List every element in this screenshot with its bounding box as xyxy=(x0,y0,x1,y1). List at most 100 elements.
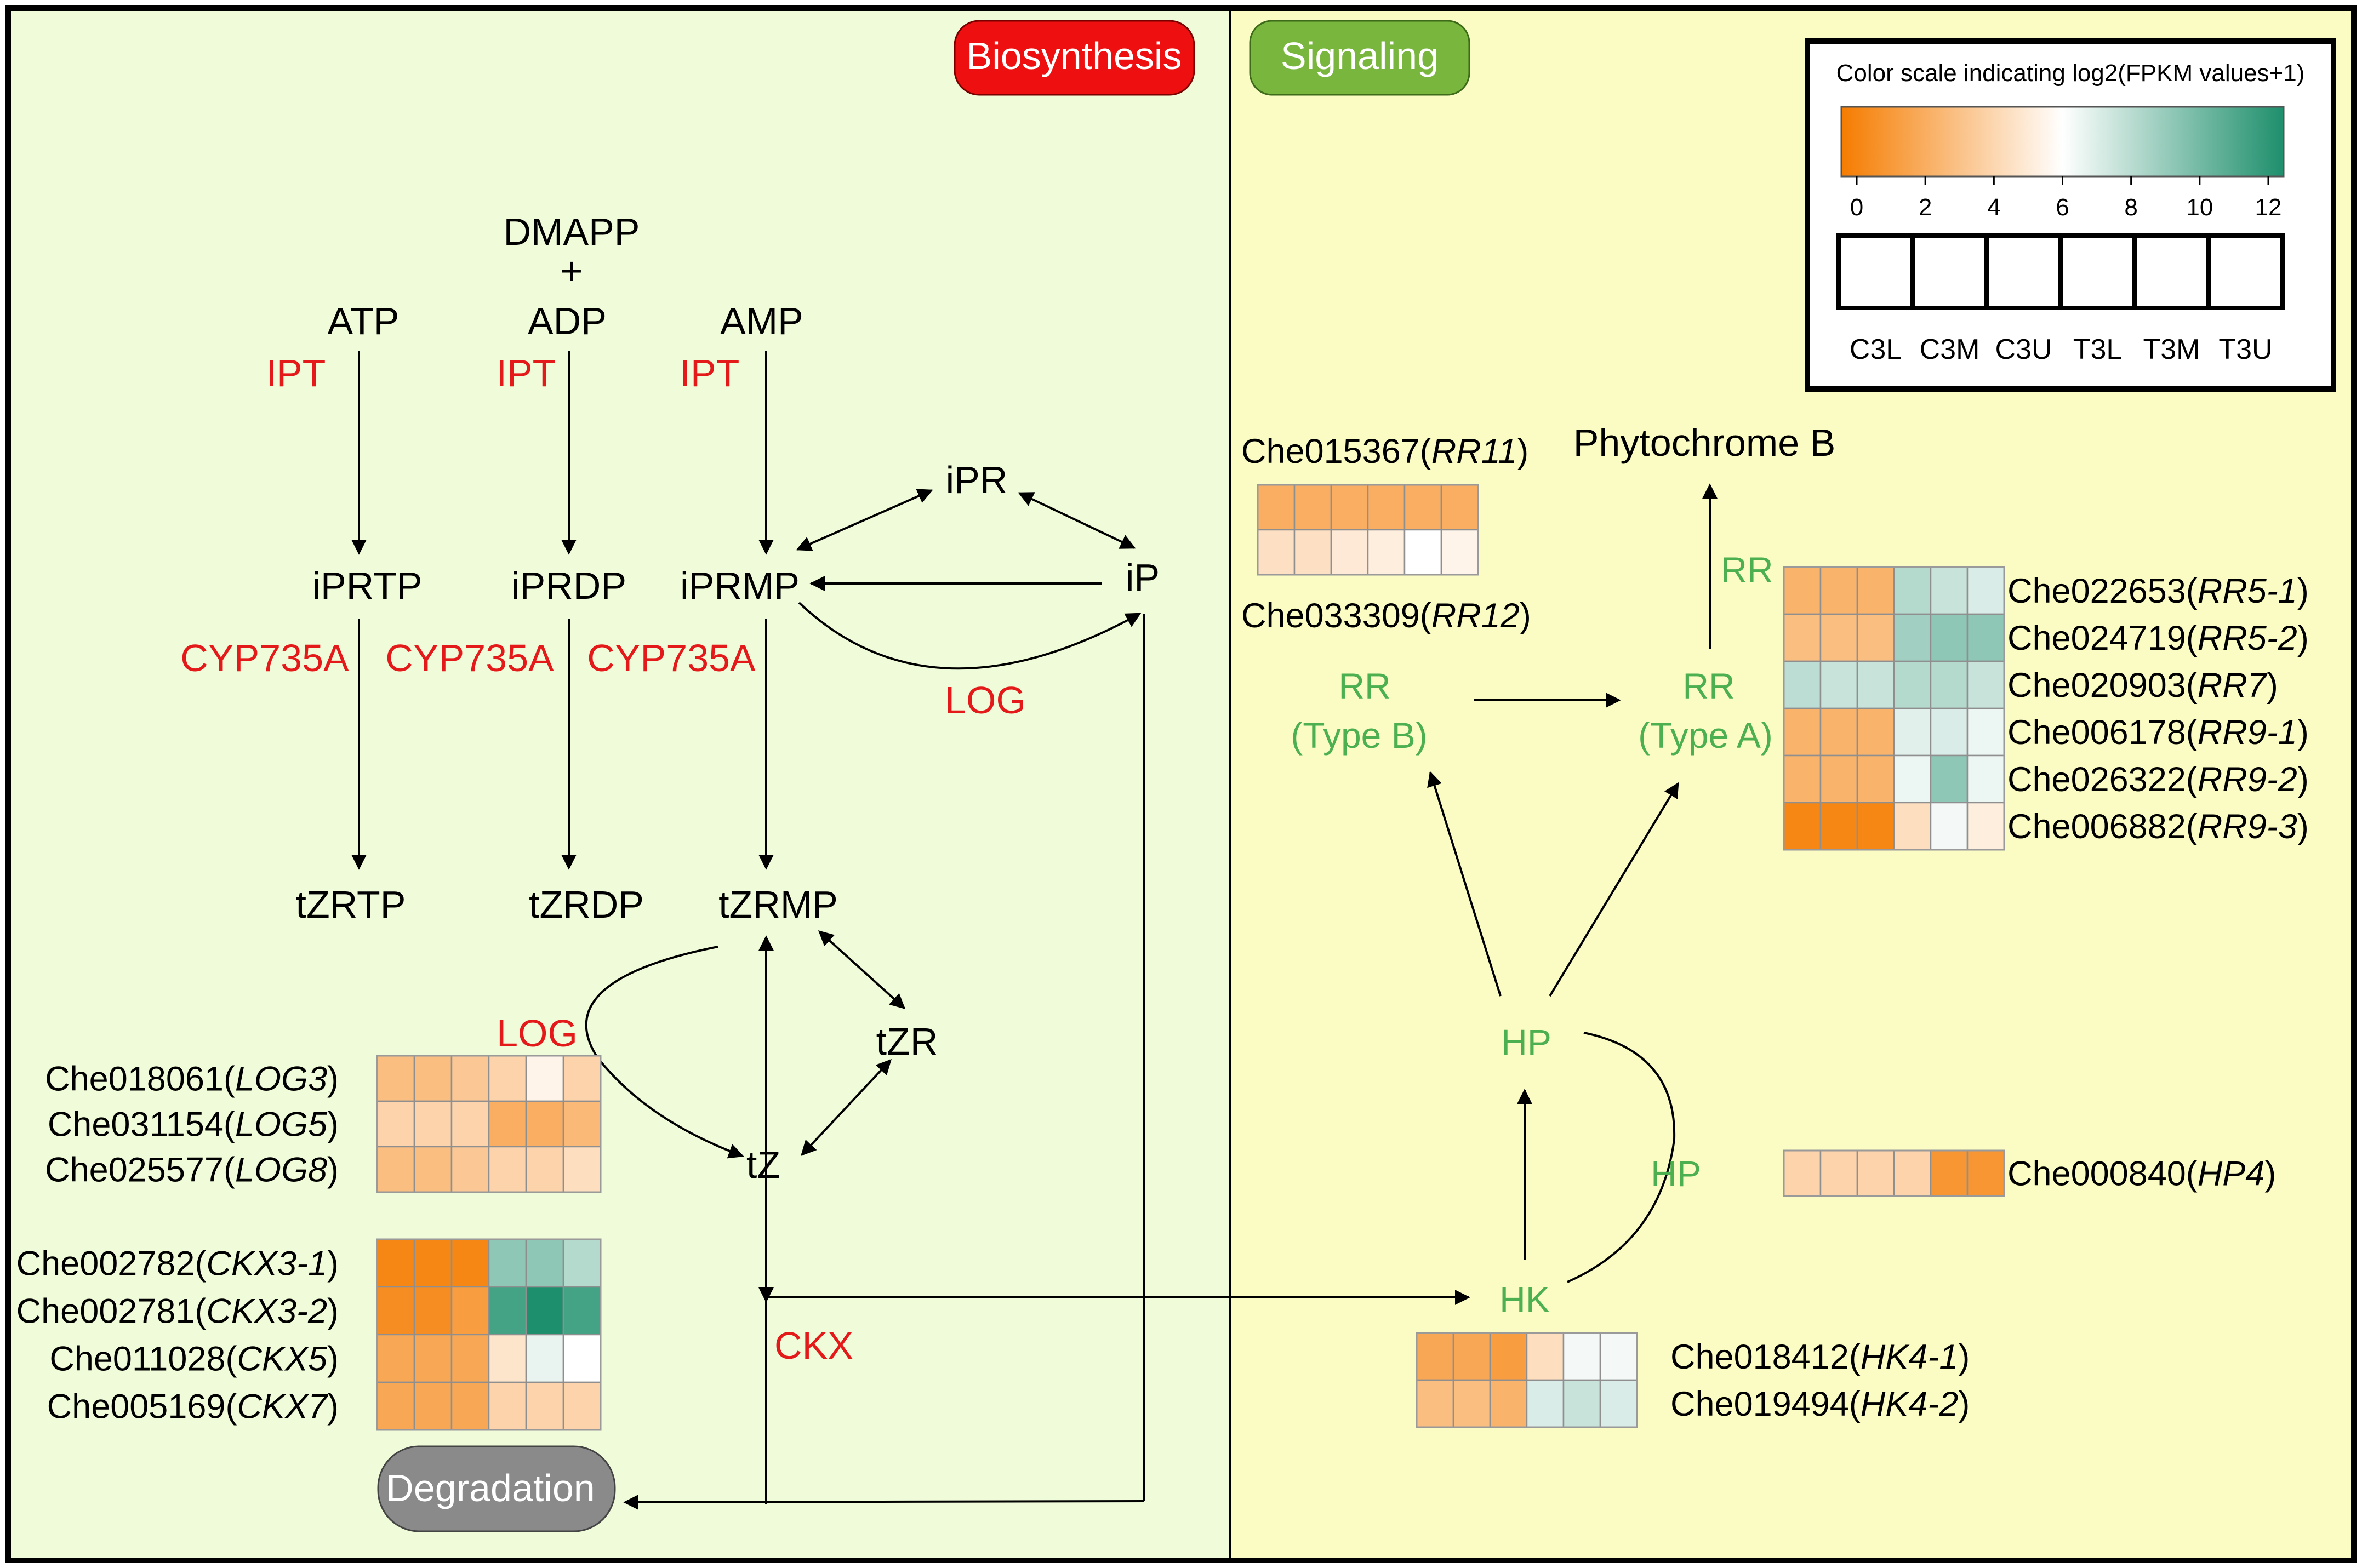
heatmap-cell xyxy=(1893,613,1932,662)
heatmap-cell xyxy=(1416,1379,1454,1428)
heatmap-cell xyxy=(376,1055,415,1102)
cyp735a-label-1: CYP735A xyxy=(180,637,349,679)
gene-label: Che025577(LOG8) xyxy=(45,1151,339,1189)
heatmap-cell xyxy=(413,1100,453,1148)
iprtp-label: iPRTP xyxy=(312,564,423,607)
heatmap-cell xyxy=(1893,754,1932,804)
heatmap-cell xyxy=(1930,754,1969,804)
heatmap-cell xyxy=(413,1146,453,1193)
heatmap-cell xyxy=(1930,566,1969,615)
legend-sample-box xyxy=(2058,233,2137,310)
signaling-text: Signaling xyxy=(1281,35,1439,77)
heatmap-cell xyxy=(376,1146,415,1193)
cyp735a-label-3: CYP735A xyxy=(587,637,756,679)
heatmap-cell xyxy=(450,1238,490,1288)
degradation-label: Degradation xyxy=(377,1445,616,1532)
legend-tick-label: 8 xyxy=(2124,194,2137,221)
log-label-1: LOG xyxy=(945,679,1026,722)
heatmap-cell xyxy=(450,1055,490,1102)
heatmap-cell xyxy=(562,1334,602,1383)
heatmap-cell xyxy=(1819,613,1858,662)
hp-label-1: HP xyxy=(1501,1022,1551,1062)
heatmap-cell xyxy=(1966,613,2005,662)
heatmap-cell xyxy=(413,1381,453,1431)
heatmap-cell xyxy=(525,1100,564,1148)
legend-sample-label: T3U xyxy=(2218,334,2272,365)
legend-box xyxy=(1805,38,2336,392)
rr-type-b-sub: (Type B) xyxy=(1291,715,1427,756)
iprdp-label: iPRDP xyxy=(511,564,626,607)
plus-sign: + xyxy=(561,249,583,292)
gene-label: Che006882(RR9-3) xyxy=(2007,808,2309,846)
heatmap-cell xyxy=(1599,1379,1638,1428)
legend-title: Color scale indicating log2(FPKM values+… xyxy=(1836,60,2305,87)
heatmap-cell xyxy=(376,1381,415,1431)
heatmap-cell xyxy=(1966,566,2005,615)
signaling-label: Signaling xyxy=(1249,20,1470,96)
heatmap-cell xyxy=(1257,529,1296,576)
ip-label: iP xyxy=(1126,556,1160,599)
heatmap-cell xyxy=(525,1146,564,1193)
legend-sample-label: T3M xyxy=(2143,334,2200,365)
heatmap-cell xyxy=(1893,1149,1932,1197)
heatmap-cell xyxy=(562,1146,602,1193)
heatmap-cell xyxy=(1452,1379,1491,1428)
heatmap-cell xyxy=(1930,802,1969,851)
heatmap-border xyxy=(1416,1332,1638,1428)
legend-sample-box xyxy=(1836,233,1915,310)
heatmap-cell xyxy=(376,1286,415,1336)
legend-sample-label: C3L xyxy=(1850,334,1902,365)
heatmap-cell xyxy=(525,1334,564,1383)
heatmap-cell xyxy=(1819,566,1858,615)
biosynthesis-arrows xyxy=(351,351,1470,1510)
heatmap-border xyxy=(1257,484,1479,576)
heatmap-cell xyxy=(1856,1149,1895,1197)
heatmap-cell xyxy=(376,1334,415,1383)
heatmap-border xyxy=(376,1055,602,1193)
heatmap-cell xyxy=(1403,484,1442,531)
atp-label: ATP xyxy=(328,300,400,342)
rr-type-a-label: RR xyxy=(1682,666,1735,706)
hp-label-2: HP xyxy=(1651,1153,1701,1194)
heatmap-cell xyxy=(413,1334,453,1383)
biosynthesis-panel xyxy=(8,8,1230,1560)
heatmaps xyxy=(376,484,2005,1431)
biosynthesis-labels: DMAPP + ATP ADP AMP IPT IPT IPT iPRTP iP… xyxy=(180,210,1160,1367)
heatmap-cell xyxy=(1452,1332,1491,1381)
heatmap-cell xyxy=(1783,660,1822,709)
cyp735a-label-2: CYP735A xyxy=(385,637,554,679)
heatmap-cell xyxy=(1783,566,1822,615)
signaling-labels: Phytochrome B RR RR (Type B) RR (Type A)… xyxy=(1291,421,1835,1320)
gene-label: Che022653(RR5-1) xyxy=(2007,572,2309,610)
heatmap-cell xyxy=(1819,660,1858,709)
legend-sample-label: C3M xyxy=(1920,334,1980,365)
heatmap-cell xyxy=(1856,566,1895,615)
heatmap-cell xyxy=(1367,484,1406,531)
heatmap-cell xyxy=(488,1055,527,1102)
heatmap-cell xyxy=(1930,1149,1969,1197)
heatmap-cell xyxy=(413,1286,453,1336)
biosynthesis-text: Biosynthesis xyxy=(967,35,1182,77)
heatmap-cell xyxy=(1819,1149,1858,1197)
heatmap-cell xyxy=(562,1100,602,1148)
heatmap-cell xyxy=(1893,707,1932,757)
ipt-label-2: IPT xyxy=(497,352,556,394)
heatmap-cell xyxy=(1930,660,1969,709)
color-scale-legend: Color scale indicating log2(FPKM values+… xyxy=(1805,38,2336,392)
ckx-label: CKX xyxy=(774,1324,853,1367)
gene-label: Che002782(CKX3-1) xyxy=(16,1245,339,1283)
heatmap-cell xyxy=(1526,1332,1565,1381)
rr-type-b-label: RR xyxy=(1338,666,1390,706)
heatmap-cell xyxy=(1893,802,1932,851)
heatmap-cell xyxy=(1819,802,1858,851)
gene-label: Che015367(RR11) xyxy=(1241,432,1528,471)
heatmap-cell xyxy=(450,1381,490,1431)
legend-tick-label: 12 xyxy=(2255,194,2282,221)
ipt-label-3: IPT xyxy=(680,352,740,394)
heatmap-cell xyxy=(1966,660,2005,709)
gene-label: Che018412(HK4-1) xyxy=(1670,1338,1970,1376)
dmapp-label: DMAPP xyxy=(504,210,640,253)
